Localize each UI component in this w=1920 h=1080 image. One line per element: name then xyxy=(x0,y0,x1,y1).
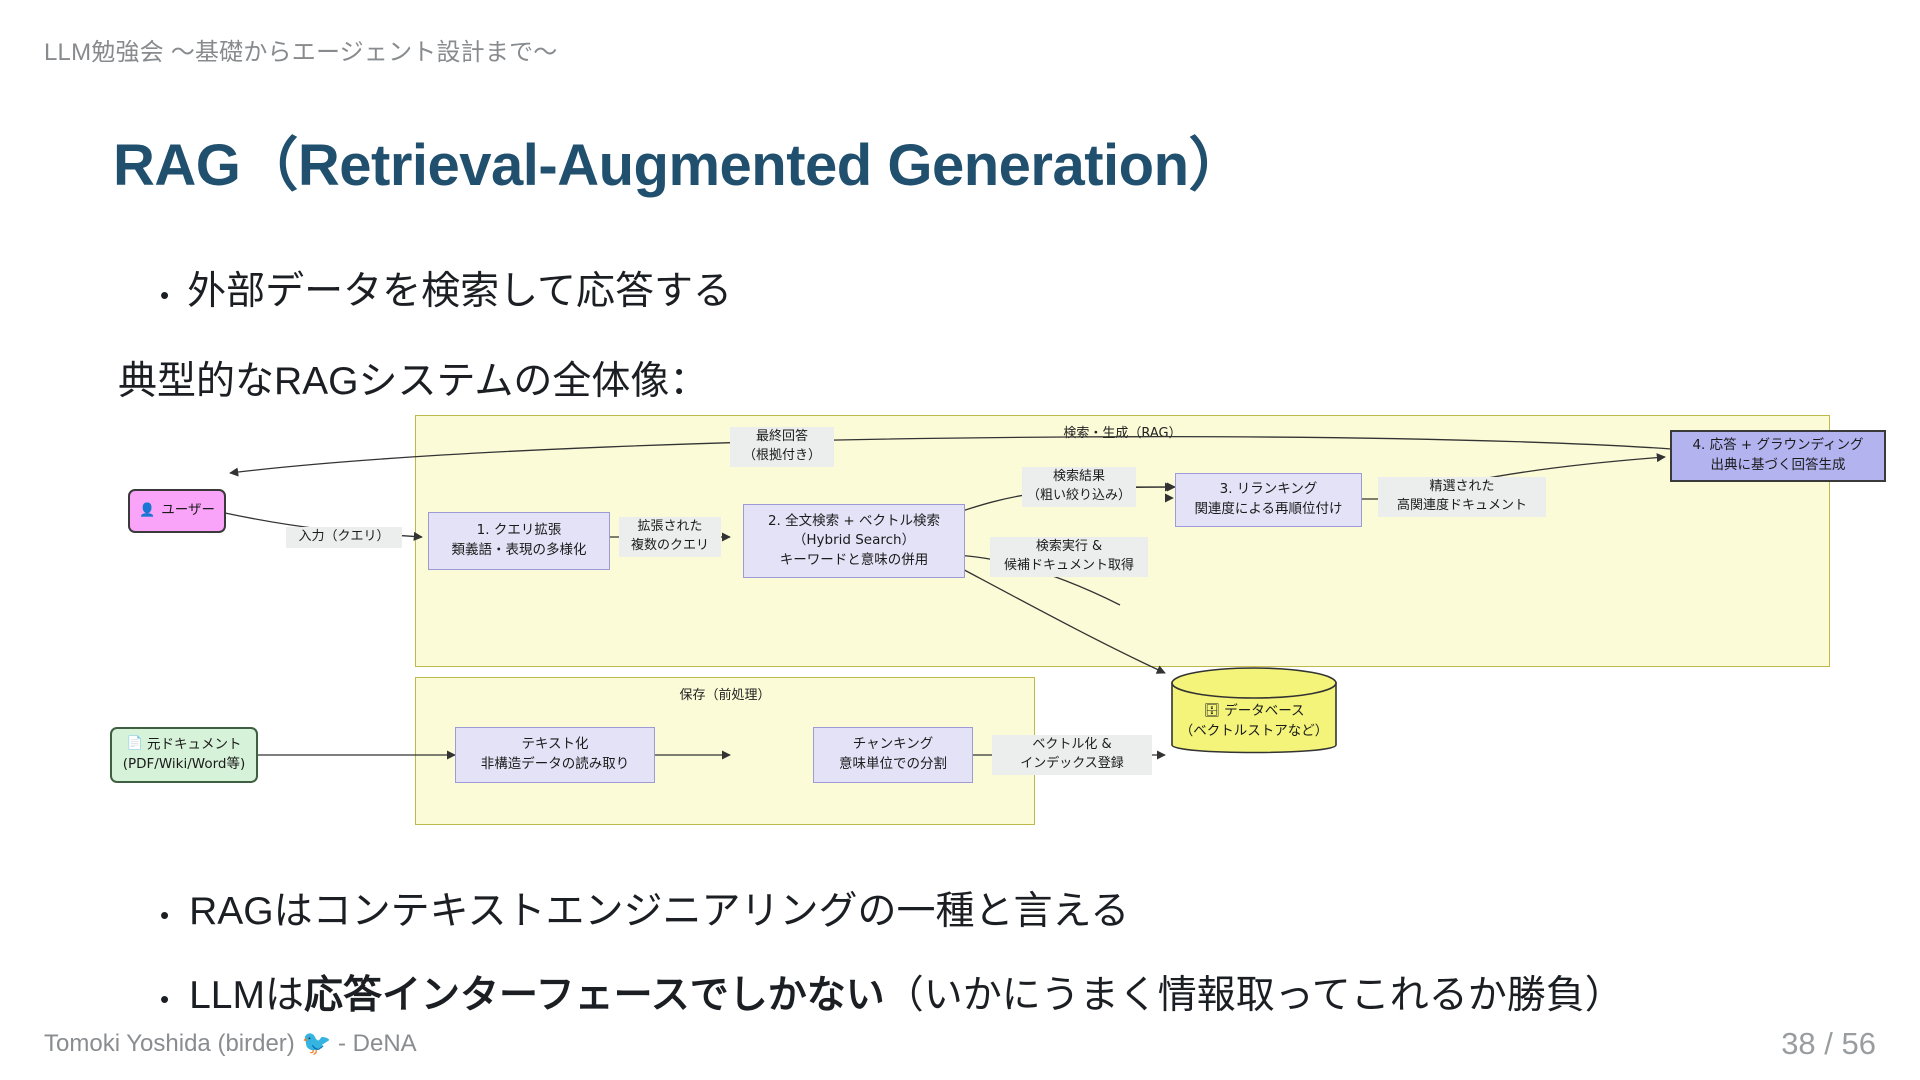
node-database-text: 🗄 データベース （ベクトルストアなど） xyxy=(1170,701,1338,742)
node-source-document-line2: (PDF/Wiki/Word等) xyxy=(122,756,246,773)
node-generation-line2: 出典に基づく回答生成 xyxy=(1710,457,1846,473)
document-icon: 📄 xyxy=(126,736,143,752)
bullet-marker-icon: • xyxy=(160,280,170,310)
node-textify-line2: 非構造データの読み取り xyxy=(480,756,630,772)
node-database-line1: 🗄 データベース xyxy=(1203,703,1305,719)
page-title: RAG（Retrieval-Augmented Generation） xyxy=(113,133,1247,198)
node-source-document-line1: 📄 元ドキュメント xyxy=(126,736,242,753)
edge-label-search-exec: 検索実行 & 候補ドキュメント取得 xyxy=(990,537,1148,577)
node-database: 🗄 データベース （ベクトルストアなど） xyxy=(1170,665,1338,763)
node-generation-line1: 4. 応答 + グラウンディング xyxy=(1692,437,1864,454)
footer-page-number: 38 / 56 xyxy=(1781,1026,1876,1061)
node-reranking: 3. リランキング 関連度による再順位付け xyxy=(1175,473,1362,527)
node-query-expansion-line1: 1. クエリ拡張 xyxy=(476,522,562,539)
rag-architecture-diagram: 検索・生成（RAG） 保存（前処理） xyxy=(110,405,1886,825)
node-hybrid-search-line1: 2. 全文検索 + ベクトル検索 xyxy=(767,512,941,529)
edge-label-expanded-queries: 拡張された 複数のクエリ xyxy=(619,517,721,557)
node-generation: 4. 応答 + グラウンディング 出典に基づく回答生成 xyxy=(1670,430,1886,482)
bottom-bullet-text-1: RAGはコンテキストエンジニアリングの一種と言える xyxy=(189,890,1130,933)
group-store-label: 保存（前処理） xyxy=(679,688,771,703)
deck-subtitle: LLM勉強会 〜基礎からエージェント設計まで〜 xyxy=(44,39,558,66)
footer-author: Tomoki Yoshida (birder) 🐦 - DeNA xyxy=(44,1030,417,1057)
edge-label-input-query: 入力（クエリ） xyxy=(286,527,402,548)
node-query-expansion: 1. クエリ拡張 類義語・表現の多様化 xyxy=(428,512,610,570)
database-icon: 🗄 xyxy=(1203,703,1220,719)
node-user-label: ユーザー xyxy=(161,502,215,519)
node-user: 👤 ユーザー xyxy=(128,489,226,533)
bullet-marker-icon: • xyxy=(160,900,170,930)
node-chunking-line1: チャンキング xyxy=(852,736,934,753)
node-source-document: 📄 元ドキュメント (PDF/Wiki/Word等) xyxy=(110,727,258,783)
node-query-expansion-line2: 類義語・表現の多様化 xyxy=(451,542,587,558)
bullet-marker-icon: • xyxy=(160,984,170,1014)
bottom-bullet-item-2: • LLMは応答インターフェースでしかない（いかにうまく情報取ってこれるか勝負） xyxy=(160,964,1880,1020)
node-hybrid-search: 2. 全文検索 + ベクトル検索 （Hybrid Search） キーワードと意… xyxy=(743,504,965,578)
edge-label-final-answer: 最終回答 （根拠付き） xyxy=(730,427,834,467)
top-bullet-item: • 外部データを検索して応答する xyxy=(160,260,732,316)
lead-text: 典型的なRAGシステムの全体像： xyxy=(118,360,709,403)
node-chunking: チャンキング 意味単位での分割 xyxy=(813,727,973,783)
top-bullet-text: 外部データを検索して応答する xyxy=(187,270,732,313)
node-database-line2: （ベクトルストアなど） xyxy=(1179,723,1329,740)
node-textify: テキスト化 非構造データの読み取り xyxy=(455,727,655,783)
bottom-bullet-text-2: LLMは応答インターフェースでしかない（いかにうまく情報取ってこれるか勝負） xyxy=(189,974,1624,1017)
bottom-bullets: • RAGはコンテキストエンジニアリングの一種と言える • LLMは応答インター… xyxy=(160,880,1880,1048)
node-hybrid-search-line2: （Hybrid Search） xyxy=(792,532,916,549)
node-textify-line1: テキスト化 xyxy=(521,736,589,753)
node-reranking-line2: 関連度による再順位付け xyxy=(1194,501,1343,517)
database-cylinder-shape xyxy=(1171,667,1337,754)
bottom-bullet-item-1: • RAGはコンテキストエンジニアリングの一種と言える xyxy=(160,880,1880,936)
edge-label-search-results: 検索結果 （粗い絞り込み） xyxy=(1022,467,1136,507)
edge-label-curated-docs: 精選された 高関連度ドキュメント xyxy=(1378,477,1546,517)
node-chunking-line2: 意味単位での分割 xyxy=(839,756,947,772)
edge-label-vectorize-index: ベクトル化 & インデックス登録 xyxy=(992,735,1152,775)
node-hybrid-search-line3: キーワードと意味の併用 xyxy=(779,551,929,568)
node-reranking-line1: 3. リランキング xyxy=(1219,481,1318,498)
user-icon: 👤 xyxy=(139,502,156,518)
